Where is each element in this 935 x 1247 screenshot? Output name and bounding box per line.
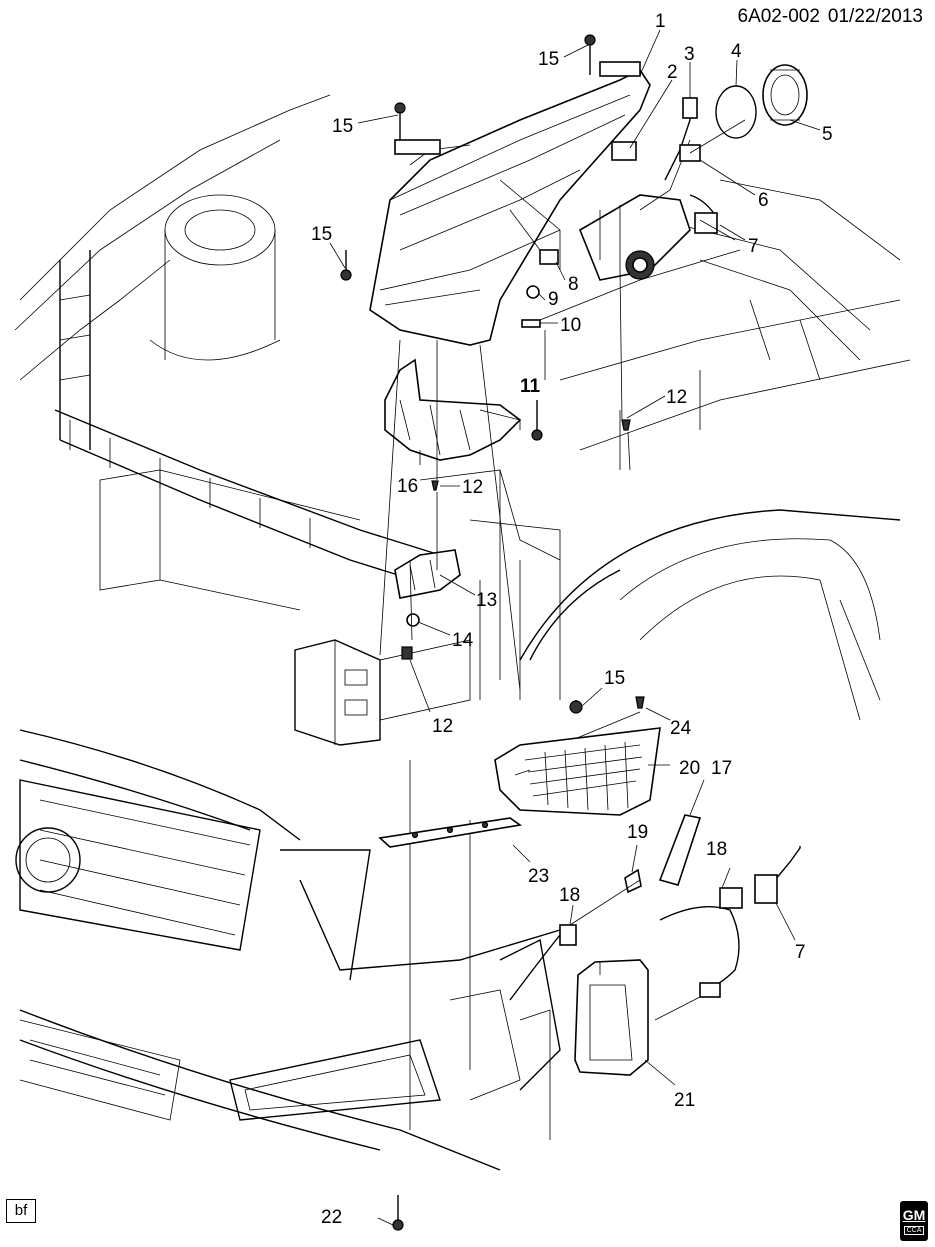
callout-2: 2 xyxy=(667,62,678,83)
part-20-lower-grille xyxy=(494,727,661,816)
callout-3: 3 xyxy=(684,44,695,65)
callout-7-upper: 7 xyxy=(748,236,759,257)
callout-16: 16 xyxy=(397,476,418,497)
part-8-bulb xyxy=(539,249,559,265)
part-17-side-reflector xyxy=(658,814,702,886)
callout-11: 11 xyxy=(520,376,541,397)
callout-20: 20 xyxy=(679,758,700,779)
assembly-guide-lines xyxy=(379,269,641,1140)
part-11-bolt xyxy=(531,400,543,441)
part-13-lower-bracket xyxy=(394,549,461,599)
part-6-bulb-socket xyxy=(679,119,746,162)
diagram-header: 6A02-002 01/22/2013 xyxy=(738,6,924,28)
gm-logo: GM CCA xyxy=(900,1201,928,1241)
callout-15-top: 15 xyxy=(538,49,559,70)
callout-leader-lines xyxy=(329,29,821,1226)
callout-4: 4 xyxy=(731,41,742,62)
part-7-connector-upper xyxy=(689,194,736,241)
callout-19: 19 xyxy=(627,822,648,843)
callout-22: 22 xyxy=(321,1207,342,1228)
callout-13: 13 xyxy=(476,590,497,611)
part-3-connector xyxy=(682,97,698,119)
gm-logo-sub: CCA xyxy=(904,1226,924,1235)
callout-5: 5 xyxy=(822,124,833,145)
part-15-screws xyxy=(340,34,596,714)
diagram-code: 6A02-002 xyxy=(737,6,820,27)
callout-1: 1 xyxy=(655,11,666,32)
part-4-seal-ring xyxy=(715,85,757,139)
vehicle-body-structure xyxy=(14,94,911,746)
part-21-wiring-harness xyxy=(654,846,801,1021)
callout-12-center: 12 xyxy=(462,477,483,498)
callout-8: 8 xyxy=(568,274,579,295)
callout-6: 6 xyxy=(758,190,769,211)
callout-17: 17 xyxy=(711,758,732,779)
callout-labels: 1 2 3 4 5 6 7 8 9 10 11 12 12 12 13 14 1… xyxy=(311,11,833,1228)
callout-18-right: 18 xyxy=(706,839,727,860)
part-10-pin xyxy=(521,319,541,328)
callout-15-upper-left: 15 xyxy=(332,116,353,137)
part-16-headlamp-bracket xyxy=(384,358,522,461)
callout-23: 23 xyxy=(528,866,549,887)
front-bumper-fascia xyxy=(15,729,561,1171)
callout-10: 10 xyxy=(560,315,581,336)
part-14-nut xyxy=(406,613,420,627)
part-22-screw xyxy=(392,1195,404,1231)
callout-12-lower: 12 xyxy=(432,716,453,737)
callout-18-left: 18 xyxy=(559,885,580,906)
part-24-clip xyxy=(635,696,645,709)
corner-tag: bf xyxy=(6,1199,36,1223)
part-18-socket-left xyxy=(509,879,641,1001)
callout-15-lower: 15 xyxy=(604,668,625,689)
part-2-connector xyxy=(611,141,637,161)
callout-14: 14 xyxy=(452,630,474,651)
part-5-headlamp-cover xyxy=(762,64,808,126)
diagram-date: 01/22/2013 xyxy=(827,6,923,27)
gm-logo-brand: GM xyxy=(902,1207,926,1223)
headlamp-assembly xyxy=(369,61,651,346)
callout-24: 24 xyxy=(670,718,692,739)
part-12-clips xyxy=(401,419,631,660)
part-23-trim-molding xyxy=(378,817,523,848)
callout-7-lower: 7 xyxy=(795,942,806,963)
callout-21: 21 xyxy=(674,1090,695,1111)
callout-15-left: 15 xyxy=(311,224,332,245)
headlamp-rear-components xyxy=(579,139,691,281)
callout-12-right: 12 xyxy=(666,387,687,408)
part-9-grommet xyxy=(526,285,540,299)
part-21-fog-lamp xyxy=(574,959,649,1076)
callout-9: 9 xyxy=(548,289,559,310)
part-19-bulb xyxy=(624,868,642,894)
